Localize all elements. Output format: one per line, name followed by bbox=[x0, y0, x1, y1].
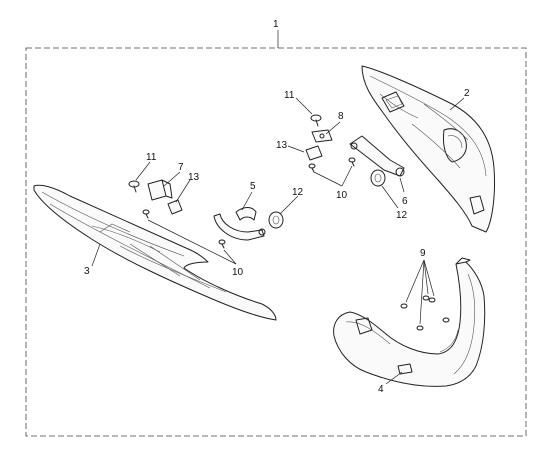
part-9-fastener-a bbox=[400, 303, 408, 309]
part-10-screw-b bbox=[218, 239, 226, 249]
callout-6: 6 bbox=[402, 196, 408, 207]
part-9-fastener-c bbox=[428, 297, 436, 303]
part-6-stay-arm bbox=[349, 135, 405, 177]
callout-2: 2 bbox=[464, 88, 470, 99]
callout-1: 1 bbox=[273, 19, 279, 30]
callout-5: 5 bbox=[250, 181, 256, 192]
part-4-belly-pan bbox=[333, 257, 486, 387]
part-13-clip-nut-b bbox=[305, 145, 323, 161]
callout-7: 7 bbox=[178, 162, 184, 173]
callout-8: 8 bbox=[338, 111, 344, 122]
callout-11-left: 11 bbox=[146, 152, 157, 163]
part-11-bolt-b bbox=[310, 114, 322, 127]
part-10-screw-d bbox=[348, 157, 356, 167]
part-10-screw-a bbox=[142, 209, 150, 219]
part-3-side-panel bbox=[33, 184, 277, 321]
part-9-fastener-d bbox=[416, 325, 424, 331]
kit-boundary-frame bbox=[25, 47, 527, 437]
part-13-clip-nut-a bbox=[167, 199, 183, 215]
callout-11-right: 11 bbox=[284, 90, 295, 101]
callout-12-left: 12 bbox=[292, 187, 304, 198]
part-2-side-cowl bbox=[361, 65, 495, 233]
callout-3: 3 bbox=[84, 266, 90, 277]
callout-13-right: 13 bbox=[276, 140, 288, 151]
callout-13-left: 13 bbox=[188, 172, 200, 183]
part-12-grommet-b bbox=[370, 169, 386, 187]
part-9-fastener-e bbox=[442, 317, 450, 323]
callout-9: 9 bbox=[420, 248, 426, 259]
callout-12-right: 12 bbox=[396, 210, 408, 221]
part-9-fastener-b bbox=[422, 295, 430, 301]
callout-4: 4 bbox=[378, 384, 384, 395]
leader-lines bbox=[91, 97, 465, 385]
part-11-bolt-a bbox=[128, 180, 140, 193]
part-10-screw-c bbox=[308, 163, 316, 173]
part-7-small-bracket bbox=[147, 179, 173, 201]
callout-10-upper: 10 bbox=[336, 190, 348, 201]
callout-10-lower: 10 bbox=[232, 267, 244, 278]
part-12-grommet-a bbox=[268, 211, 284, 229]
part-5-bracket bbox=[213, 207, 266, 241]
